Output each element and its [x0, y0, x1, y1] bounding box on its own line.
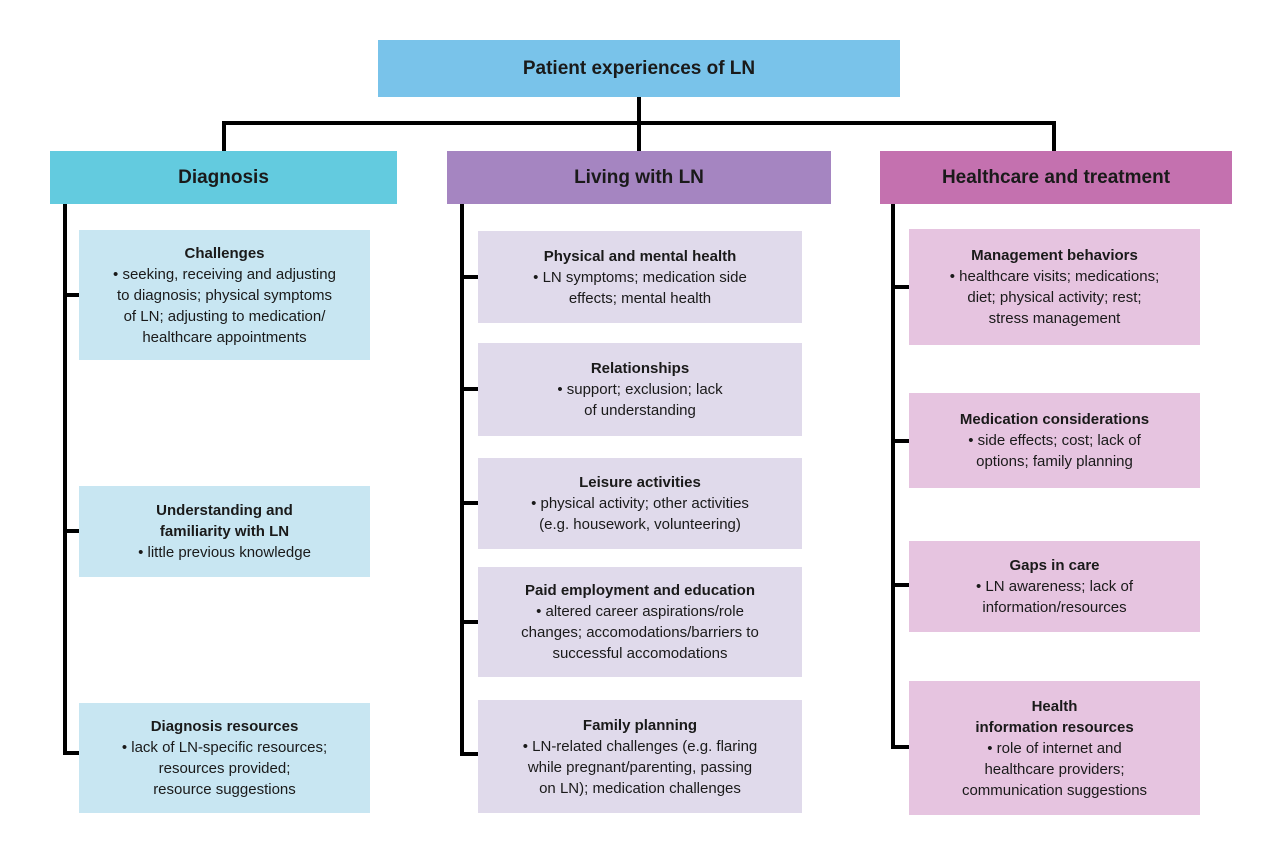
- node-title: Health information resources: [975, 697, 1134, 736]
- column2-spine: [460, 204, 464, 756]
- node-title: Family planning: [582, 716, 698, 734]
- connector-right-drop: [1052, 121, 1056, 151]
- root-title: Patient experiences of LN: [522, 57, 756, 79]
- column3-tick-2: [891, 439, 909, 443]
- node-management-behaviors: Management behaviors • healthcare visits…: [909, 229, 1200, 345]
- node-family-planning: Family planning • LN-related challenges …: [478, 700, 802, 813]
- node-body: • LN awareness; lack of information/reso…: [976, 578, 1133, 616]
- node-paid-employment-education: Paid employment and education • altered …: [478, 567, 802, 677]
- column3-tick-1: [891, 285, 909, 289]
- column-title: Diagnosis: [178, 166, 269, 188]
- node-body: • healthcare visits; medications; diet; …: [949, 268, 1160, 327]
- column1-tick-3: [63, 751, 79, 755]
- node-body: • altered career aspirations/role change…: [521, 603, 759, 662]
- node-body: • LN symptoms; medication side effects; …: [533, 268, 747, 307]
- node-title: Medication considerations: [959, 411, 1150, 428]
- column1-tick-1: [63, 293, 79, 297]
- column-title: Living with LN: [574, 166, 704, 188]
- node-body: • physical activity; other activities (e…: [531, 495, 749, 533]
- node-diagnosis-resources: Diagnosis resources • lack of LN-specifi…: [79, 703, 370, 813]
- node-body: • role of internet and healthcare provid…: [961, 739, 1148, 799]
- column-header-healthcare-treatment: Healthcare and treatment: [880, 151, 1232, 204]
- column-title: Healthcare and treatment: [941, 166, 1171, 188]
- column2-tick-3: [460, 501, 478, 505]
- column3-tick-3: [891, 583, 909, 587]
- node-title: Understanding and familiarity with LN: [156, 502, 293, 540]
- connector-horizontal: [222, 121, 1056, 125]
- node-body: • seeking, receiving and adjusting to di…: [113, 265, 336, 346]
- column1-tick-2: [63, 529, 79, 533]
- node-title: Diagnosis resources: [150, 718, 299, 735]
- node-leisure-activities: Leisure activities • physical activity; …: [478, 458, 802, 549]
- column3-spine: [891, 204, 895, 749]
- node-title: Physical and mental health: [543, 247, 737, 265]
- node-title: Management behaviors: [971, 247, 1138, 264]
- node-challenges: Challenges • seeking, receiving and adju…: [79, 230, 370, 360]
- node-relationships: Relationships • support; exclusion; lack…: [478, 343, 802, 436]
- node-gaps-in-care: Gaps in care • LN awareness; lack of inf…: [909, 541, 1200, 632]
- node-title: Challenges: [184, 244, 265, 262]
- connector-left-drop: [222, 121, 226, 151]
- node-title: Paid employment and education: [524, 582, 756, 599]
- node-title: Relationships: [590, 360, 690, 377]
- node-body: • lack of LN-specific resources; resourc…: [121, 739, 328, 798]
- node-title: Leisure activities: [579, 474, 701, 491]
- column2-tick-4: [460, 620, 478, 624]
- node-body: • support; exclusion; lack of understand…: [557, 381, 723, 419]
- node-body: • little previous knowledge: [138, 544, 311, 561]
- column2-tick-1: [460, 275, 478, 279]
- column2-tick-2: [460, 387, 478, 391]
- root-node: Patient experiences of LN: [378, 40, 900, 97]
- node-body: • side effects; cost; lack of options; f…: [968, 432, 1141, 470]
- node-body: • LN-related challenges (e.g. flaring wh…: [522, 737, 758, 797]
- column1-spine: [63, 204, 67, 755]
- column-header-living-with-ln: Living with LN: [447, 151, 831, 204]
- node-physical-mental-health: Physical and mental health • LN symptoms…: [478, 231, 802, 323]
- column-header-diagnosis: Diagnosis: [50, 151, 397, 204]
- column2-tick-5: [460, 752, 478, 756]
- node-medication-considerations: Medication considerations • side effects…: [909, 393, 1200, 488]
- node-understanding-familiarity: Understanding and familiarity with LN • …: [79, 486, 370, 577]
- node-title: Gaps in care: [1009, 557, 1100, 574]
- node-health-information-resources: Health information resources • role of i…: [909, 681, 1200, 815]
- column3-tick-4: [891, 745, 909, 749]
